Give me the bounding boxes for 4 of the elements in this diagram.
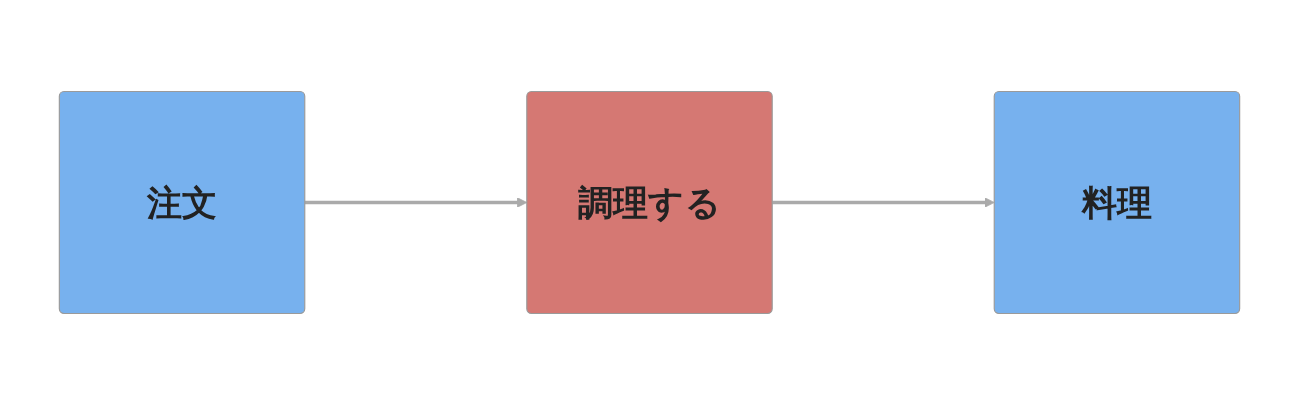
- node-box: 調理する: [526, 90, 773, 315]
- arrow: [772, 197, 995, 208]
- node-box: 料理: [993, 90, 1241, 315]
- node-box: 注文: [58, 90, 306, 315]
